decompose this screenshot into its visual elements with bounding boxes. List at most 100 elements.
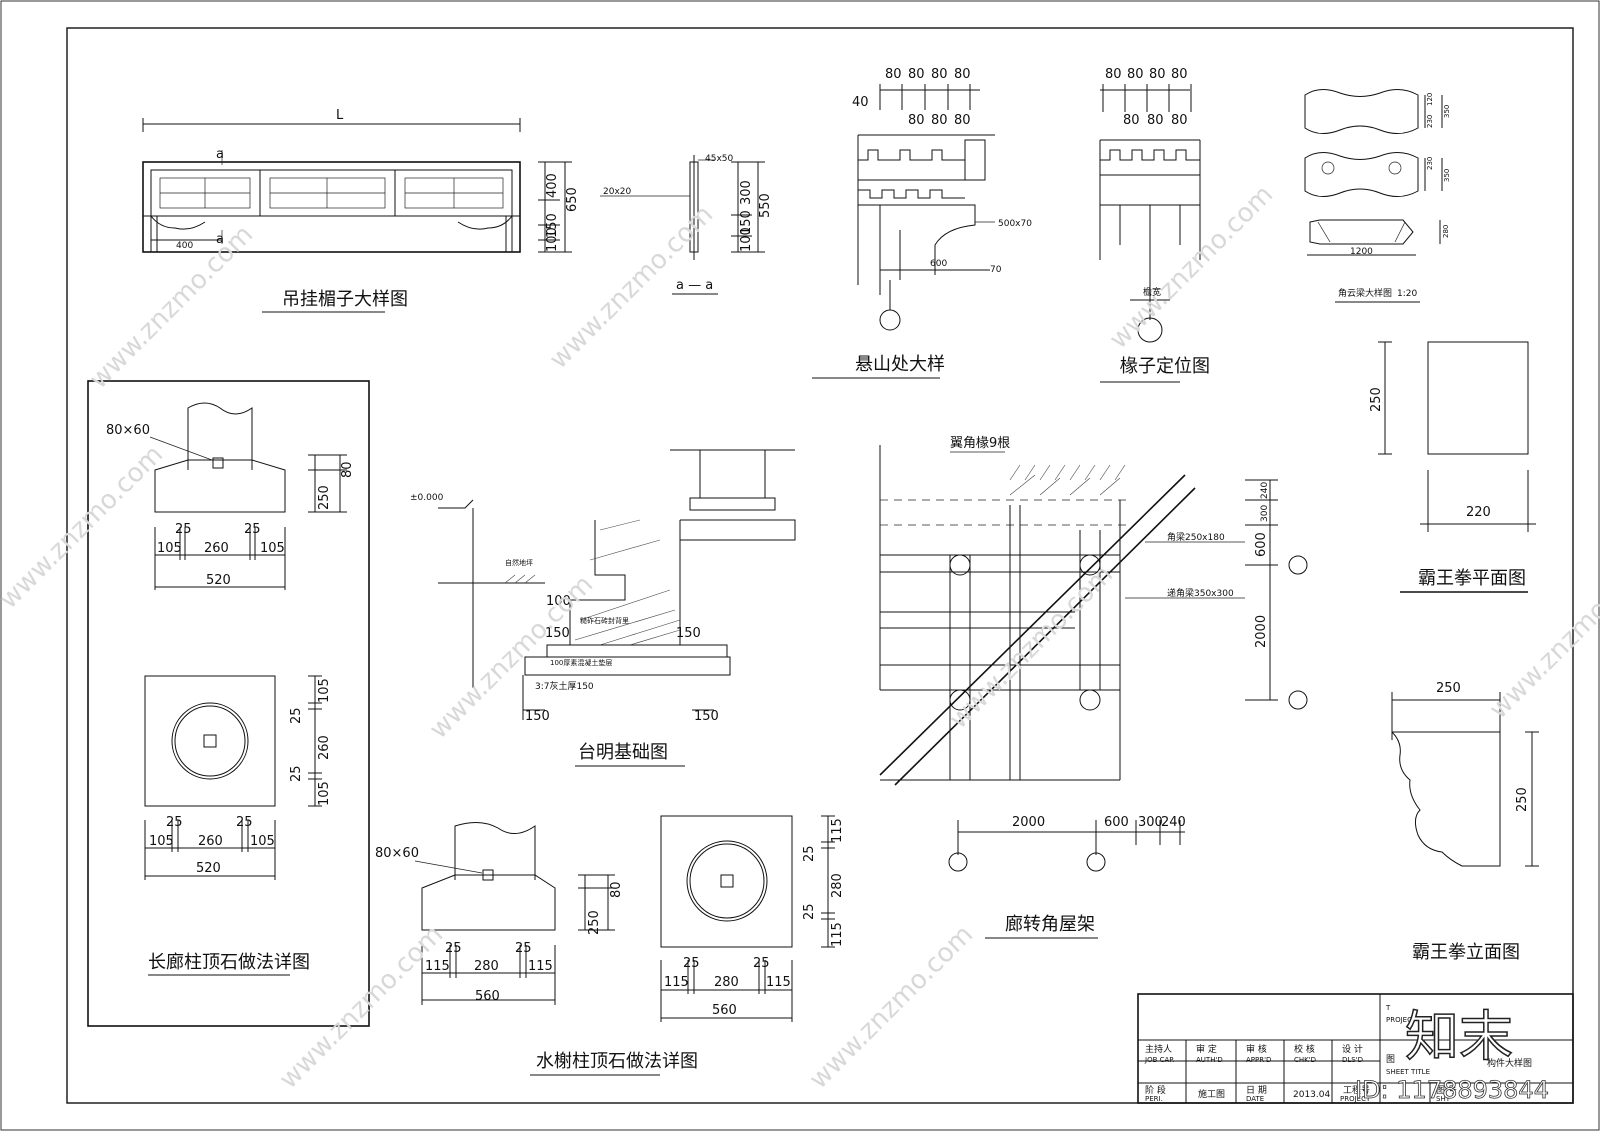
rafter-mid-3: 80: [1171, 113, 1188, 128]
ls-pv2: 25: [289, 707, 304, 724]
ws-w2: 280: [474, 959, 499, 974]
title-bawang-elevation: 霸王拳立面图: [1412, 942, 1520, 963]
ws-w1: 115: [425, 959, 450, 974]
gable-detail: 80 80 80 80 40 80 80 80 500x70 600 70 悬山…: [812, 67, 1032, 379]
ws-pv5: 115: [830, 922, 845, 947]
tb-stage-val: 施工图: [1198, 1088, 1225, 1100]
gable-dim-70: 70: [990, 265, 1002, 275]
ls-off2: 25: [244, 522, 261, 537]
dim-150: 150: [545, 213, 560, 238]
watermark-site-2: www.znzmo.com: [0, 440, 169, 615]
gable-dim-40: 40: [852, 95, 869, 110]
ws-pv3: 280: [830, 873, 845, 898]
pf-d100: 100: [546, 594, 571, 609]
tb-role2-cn: 审 定: [1196, 1043, 1217, 1055]
ws-h250: 250: [587, 910, 602, 935]
tb-sheet-en: SHEET TITLE: [1386, 1068, 1430, 1076]
ls-w1: 105: [157, 541, 182, 556]
platform-foundation-detail: ±0.000 自然地坪 150 150 100 150 150 糙砟石砖封背里 …: [410, 449, 796, 767]
gable-dim-600: 600: [930, 259, 947, 269]
watermark-site-5: www.znzmo.com: [1104, 180, 1279, 355]
ls-poff1: 25: [166, 815, 183, 830]
tb-sheet-title: 构件大样图: [1487, 1057, 1532, 1069]
pf-b150b: 150: [694, 709, 719, 724]
title-gable: 悬山处大样: [855, 354, 945, 375]
tb-role5-cn: 设 计: [1342, 1043, 1363, 1055]
ws-pv1: 115: [830, 818, 845, 843]
gable-dim-1: 80: [885, 67, 902, 82]
gable-dim-4: 80: [954, 67, 971, 82]
title-block: T PROJECT 主持人 JOB CAP. 审 定 AUTH'D 审 核 AP…: [1137, 993, 1574, 1104]
ls-h80: 80: [340, 461, 355, 478]
watermark-logo: 知末: [1405, 1005, 1513, 1068]
roof-v-240: 240: [1260, 482, 1270, 499]
bawang-fist-detail: 250 220 霸王拳平面图 250 250 霸王拳立面图: [1369, 341, 1539, 963]
dim-550: 550: [758, 193, 773, 218]
tb-proj-en: PROJECT: [1340, 1095, 1371, 1103]
cb-dim-230b: 230: [1426, 157, 1434, 170]
waterside-stone-detail: 80×60 80 250 25 25 115 280 115 560 115 2…: [375, 815, 845, 1076]
watermark-id: ID: 1178893844: [1355, 1076, 1549, 1104]
corner-beam-detail: 120 350 230 230 350 280 1200 角云梁大样图 1:20: [1304, 89, 1451, 303]
pf-ground: 自然地坪: [505, 558, 533, 567]
title-platform-foundation: 台明基础图: [578, 742, 668, 763]
pf-lime: 3:7灰土厚150: [535, 680, 594, 692]
ws-off1: 25: [445, 941, 462, 956]
ws-total: 560: [475, 989, 500, 1004]
ls-w2: 260: [204, 541, 229, 556]
tb-role4-cn: 校 核: [1294, 1043, 1315, 1055]
tb-stage-cn: 阶 段: [1145, 1084, 1166, 1096]
tb-role3-cn: 审 核: [1246, 1043, 1267, 1055]
pf-elevation: ±0.000: [410, 493, 444, 503]
ws-poff2: 25: [753, 956, 770, 971]
bw-plan-h: 250: [1369, 387, 1384, 412]
rafter-dim-4: 80: [1171, 67, 1188, 82]
bw-el-w: 250: [1436, 681, 1461, 696]
rafter-dim-3: 80: [1149, 67, 1166, 82]
ls-h250: 250: [317, 485, 332, 510]
rafter-label: 檐宽: [1143, 286, 1161, 298]
ls-pw3: 105: [250, 834, 275, 849]
rafter-mid-2: 80: [1147, 113, 1164, 128]
cb-dim-350a: 350: [1443, 105, 1451, 118]
tb-sheet-cn: 图: [1386, 1054, 1395, 1065]
tb-role4-en: CHK'D: [1294, 1056, 1316, 1064]
tb-date-val: 2013.04: [1293, 1090, 1330, 1100]
ls-ptotal: 520: [196, 861, 221, 876]
corridor-turn-roof-detail: 翼角椽9根 角梁250x180 递角梁350x300 240 300 600 2…: [879, 436, 1308, 939]
ws-pw1: 115: [664, 975, 689, 990]
drawing-frame: [66, 27, 1574, 1104]
title-corner-beam: 角云梁大样图: [1338, 287, 1392, 299]
dim-a-top: a: [216, 147, 224, 162]
roof-h-240: 240: [1161, 815, 1186, 830]
ls-w3: 105: [260, 541, 285, 556]
ls-poff2: 25: [236, 815, 253, 830]
ws-pv4: 25: [802, 903, 817, 920]
roof-beam2: 递角梁350x300: [1167, 587, 1234, 599]
tb-role5-en: DLS'D: [1342, 1056, 1363, 1064]
roof-beam1: 角梁250x180: [1167, 531, 1225, 543]
roof-v-600: 600: [1254, 532, 1269, 557]
roof-h-600: 600: [1104, 815, 1129, 830]
tb-role1-en: JOB CAP.: [1144, 1056, 1175, 1064]
watermark-site-8: www.znzmo.com: [274, 920, 449, 1095]
title-corridor-turn-roof: 廊转角屋架: [1005, 914, 1095, 935]
tb-sht-cn: 图 号: [1436, 1085, 1457, 1096]
gable-dim-3: 80: [931, 67, 948, 82]
tb-project-en: PROJECT: [1386, 1016, 1417, 1024]
roof-note: 翼角椽9根: [950, 436, 1010, 451]
watermark-site-1: www.znzmo.com: [84, 220, 259, 395]
rafter-dim-2: 80: [1127, 67, 1144, 82]
dim-45x50: 45x50: [705, 154, 734, 164]
section-a-a: a — a: [676, 278, 713, 293]
ws-poff1: 25: [683, 956, 700, 971]
dim-650: 650: [565, 187, 580, 212]
tb-date-cn: 日 期: [1246, 1085, 1267, 1096]
ls-pv1: 105: [317, 678, 332, 703]
ls-pw1: 105: [149, 834, 174, 849]
gable-mid-1: 80: [908, 113, 925, 128]
tb-sht-en: SHT: [1436, 1095, 1451, 1103]
title-hanging-lintel: 吊挂楣子大样图: [282, 289, 408, 310]
